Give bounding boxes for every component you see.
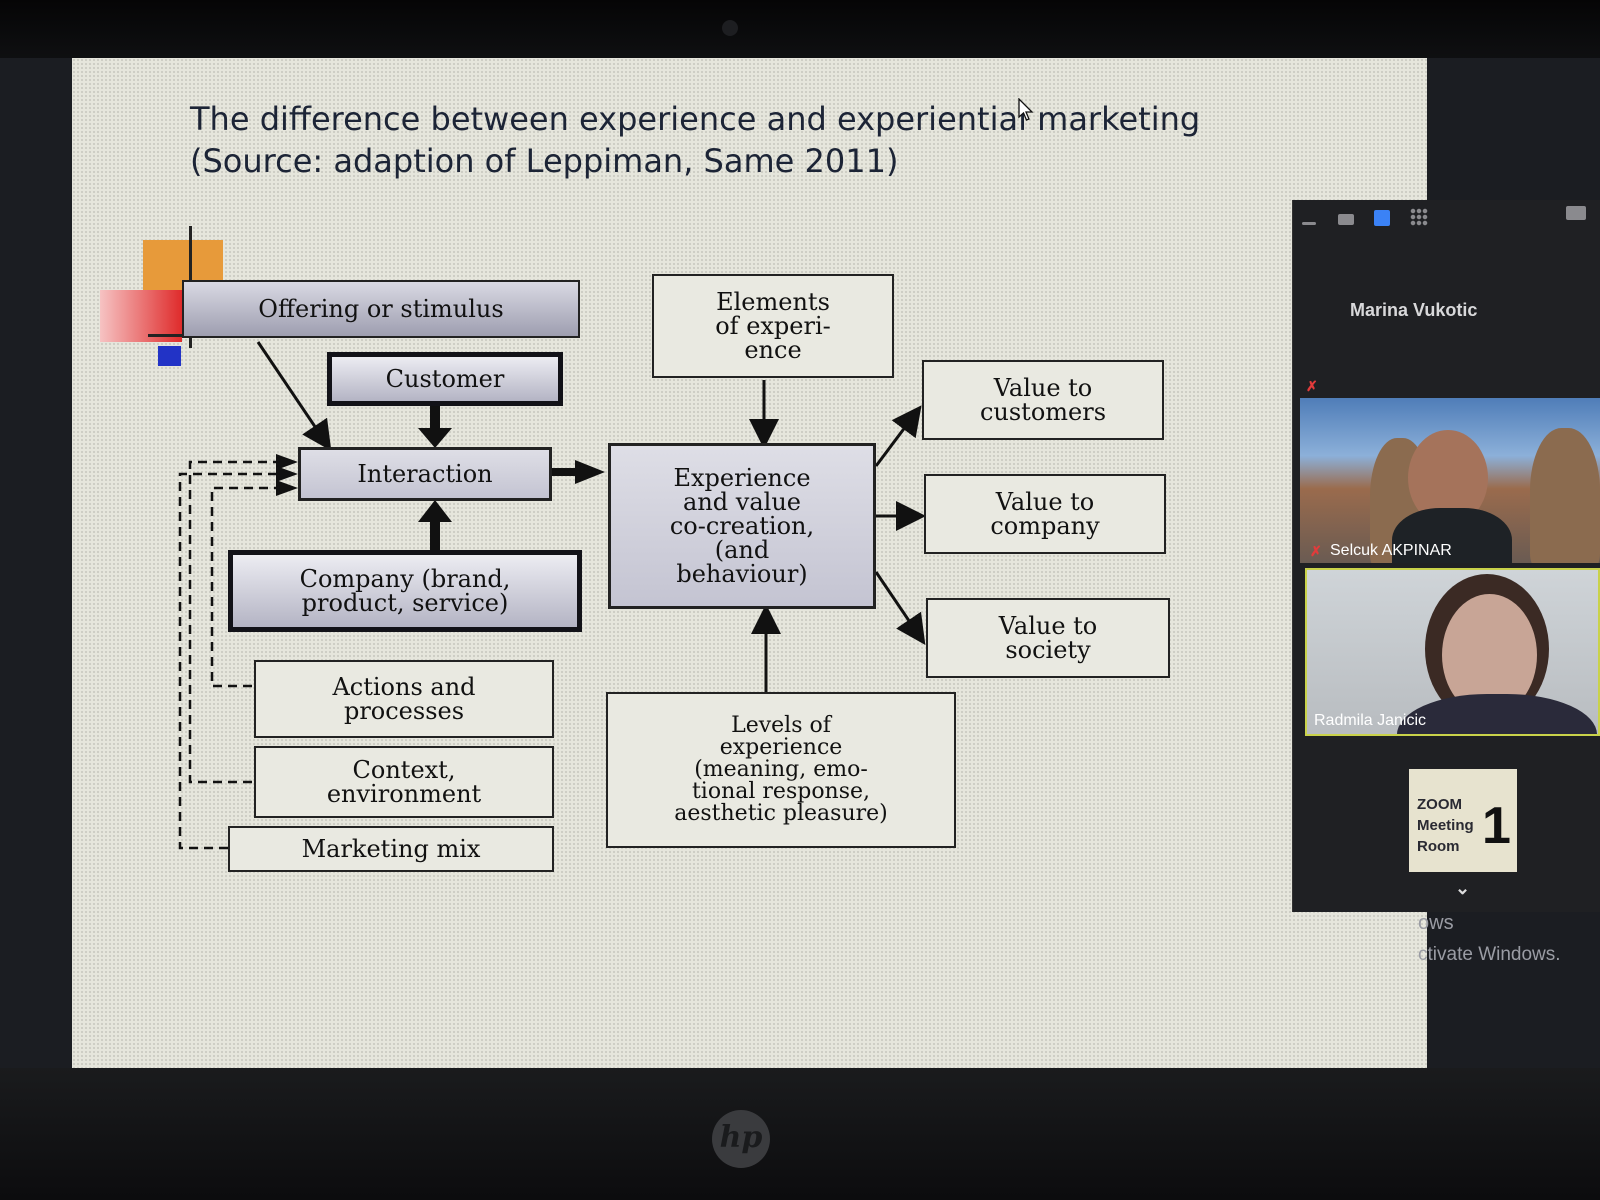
label-experience-line2: and value (683, 488, 801, 516)
box-customer: Customer (327, 352, 563, 406)
zoom-room-number: 1 (1482, 797, 1511, 855)
arrow-company-head (418, 500, 452, 522)
label-levels-line2: experience (719, 735, 843, 760)
box-offering-stimulus: Offering or stimulus (182, 280, 580, 338)
label-marketing-mix: Marketing mix (301, 835, 481, 863)
muted-mic-icon: ✗ (1306, 378, 1318, 394)
dashed-feedback-lines (178, 460, 288, 850)
mouse-cursor-icon (1018, 98, 1034, 121)
zoom-room-thumbnail[interactable] (1409, 769, 1517, 872)
label-value-customers-line1: Value to (993, 374, 1093, 402)
video-tile-radmila[interactable] (1305, 568, 1600, 736)
box-experience-value-cocreation: Experience and value co-creation, (and b… (608, 443, 876, 609)
panel-options-icon[interactable] (1566, 206, 1586, 220)
arrow-to-value-customers (874, 405, 922, 467)
decor-red-rectangle (100, 290, 182, 342)
label-value-customers-line2: customers (979, 398, 1107, 426)
chevron-down-icon[interactable]: ⌄ (1455, 878, 1471, 898)
label-company-line1: Company (brand, (299, 565, 511, 593)
box-value-society: Value to society (926, 598, 1170, 678)
label-value-company-line1: Value to (995, 488, 1095, 516)
host-name: Marina Vukotic (1350, 300, 1478, 320)
hp-logo: hp (712, 1110, 770, 1168)
box-elements-of-experience: Elements of experi- ence (652, 274, 894, 378)
label-elements-line1: Elements (716, 288, 830, 316)
label-elements-line2: of experi- (715, 312, 831, 340)
decor-horizontal-line (148, 334, 192, 337)
zoom-room-line1: ZOOM (1417, 796, 1462, 813)
label-value-society-line2: society (1005, 636, 1091, 664)
label-customer: Customer (385, 365, 505, 393)
label-experience-line5: behaviour) (676, 560, 808, 588)
label-company-line2: product, service) (301, 589, 509, 617)
participant-shirt (1392, 508, 1512, 563)
box-actions-processes: Actions and processes (254, 660, 554, 738)
label-actions-line2: processes (343, 697, 465, 725)
label-experience-line1: Experience (673, 464, 811, 492)
label-elements-line3: ence (744, 336, 802, 364)
gallery-view-icon[interactable] (1410, 208, 1428, 226)
box-marketing-mix: Marketing mix (228, 826, 554, 872)
zoom-room-label: ZOOM Meeting Room (1417, 794, 1487, 857)
label-actions-line1: Actions and (332, 673, 476, 701)
slide-title: The difference between experience and ex… (190, 98, 1240, 182)
box-interaction: Interaction (298, 447, 552, 501)
box-levels-of-experience: Levels of experience (meaning, emo- tion… (606, 692, 956, 848)
activate-windows-line2: ctivate Windows. (1418, 944, 1561, 965)
rock-formation (1530, 428, 1600, 563)
slide-title-line2: (Source: adaption of Leppiman, Same 2011… (190, 142, 899, 180)
laptop-bezel-bottom (0, 1068, 1600, 1200)
arrow-customer-head (418, 428, 452, 448)
participant-name-selcuk: Selcuk AKPINAR (1330, 542, 1452, 559)
slide-title-line1: The difference between experience and ex… (190, 100, 1201, 138)
box-value-company: Value to company (924, 474, 1166, 554)
label-experience-line3: co-creation, (669, 512, 815, 540)
participant-shirt (1397, 694, 1597, 734)
minimize-icon[interactable] (1302, 222, 1316, 225)
label-context-line1: Context, (352, 756, 456, 784)
decor-blue-square (158, 346, 181, 366)
box-value-customers: Value to customers (922, 360, 1164, 440)
box-company: Company (brand, product, service) (228, 550, 582, 632)
arrow-offering-to-interaction (256, 341, 332, 451)
participant-name-radmila: Radmila Janicic (1314, 712, 1427, 729)
webcam (722, 20, 738, 36)
label-levels-line1: Levels of (731, 713, 831, 738)
speaker-view-icon[interactable] (1338, 214, 1354, 225)
label-levels-line4: tional response, (691, 779, 871, 804)
video-tile-selcuk[interactable] (1300, 398, 1600, 563)
label-value-company-line2: company (990, 512, 1100, 540)
box-context-environment: Context, environment (254, 746, 554, 818)
label-context-line2: environment (326, 780, 482, 808)
label-value-society-line1: Value to (998, 612, 1098, 640)
label-levels-line5: aesthetic pleasure) (674, 801, 888, 826)
active-view-icon[interactable] (1374, 210, 1390, 226)
label-levels-line3: (meaning, emo- (694, 757, 868, 782)
zoom-room-line3: Room (1417, 838, 1460, 855)
label-interaction: Interaction (357, 460, 493, 488)
label-experience-line4: (and (714, 536, 770, 564)
label-offering-stimulus: Offering or stimulus (258, 295, 504, 323)
zoom-room-line2: Meeting (1417, 817, 1474, 834)
muted-mic-icon: ✗ (1310, 543, 1322, 559)
activate-windows-line1: ows (1418, 912, 1454, 934)
arrow-interaction-head (575, 460, 605, 484)
arrow-to-value-society (874, 571, 926, 645)
